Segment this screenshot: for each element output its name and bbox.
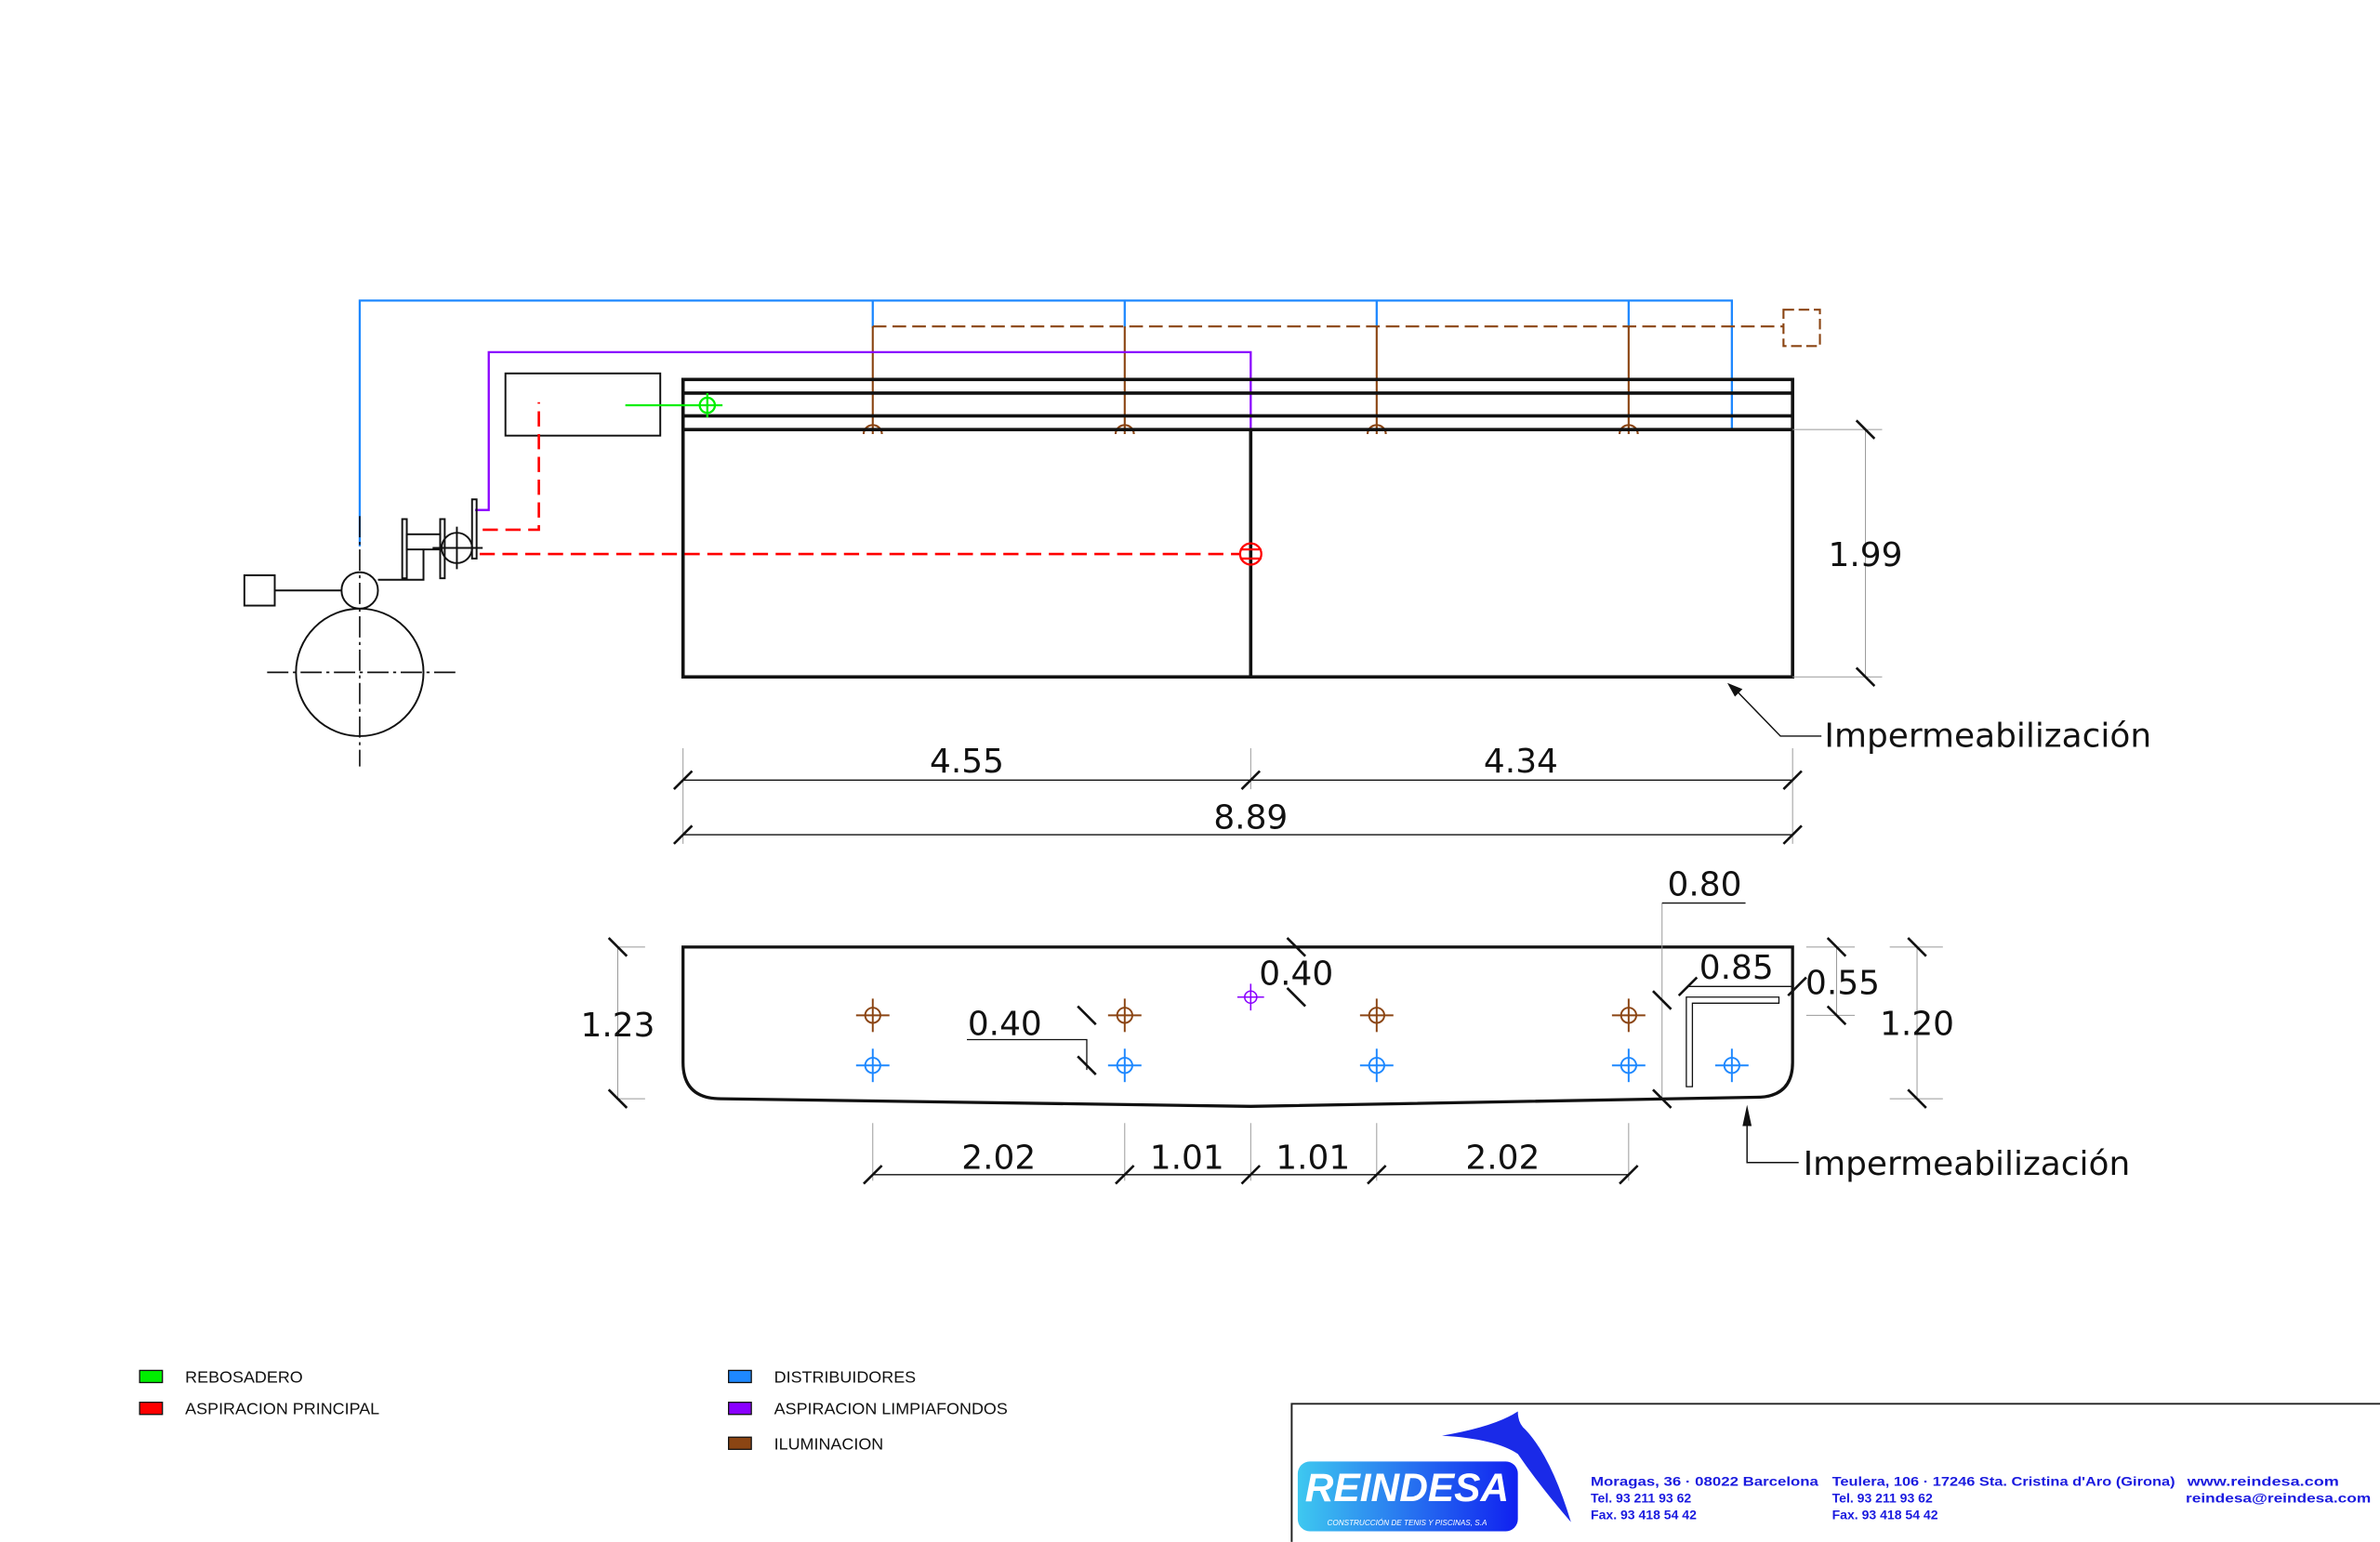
logo-text: REINDESA xyxy=(1305,1466,1509,1509)
rebosadero-pipe xyxy=(625,392,723,418)
dim-bottom-1: 2.02 xyxy=(961,1139,1036,1177)
dim-plan-right: 4.34 xyxy=(1484,743,1558,781)
office1-address: Moragas, 36 · 08022 Barcelona xyxy=(1591,1473,1818,1488)
title-block: REINDESA CONSTRUCCIÓN DE TENIS Y PISCINA… xyxy=(1290,1403,2380,1542)
dim-section-left-height: 1.23 xyxy=(581,1007,655,1045)
aspiracion-principal-pipe xyxy=(479,402,1240,556)
legend-item-rebosadero: REBOSADERO xyxy=(139,1367,303,1386)
return-inlets xyxy=(854,1048,1750,1084)
office1-tel: Tel. 93 211 93 62 xyxy=(1591,1490,1691,1505)
office2-fax: Fax. 93 418 54 42 xyxy=(1832,1507,1938,1522)
legend-item-iluminacion: ILUMINACION xyxy=(728,1434,884,1453)
section-view: 1.23 0.40 0.40 0.80 0.85 0.55 1.20 2.02 … xyxy=(581,865,2131,1185)
legend-item-aspiracion-principal: ASPIRACION PRINCIPAL xyxy=(139,1400,379,1418)
filter-pump-group xyxy=(243,498,483,767)
distribuidores-pipe xyxy=(358,299,1734,547)
legend-label: REBOSADERO xyxy=(185,1367,303,1386)
dim-bottom-4: 2.02 xyxy=(1465,1139,1540,1177)
impermeabilizacion-label-plan: Impermeabilización xyxy=(1824,717,2151,755)
website-link[interactable]: www.reindesa.com xyxy=(2186,1473,2339,1488)
dim-plan-height: 1.99 xyxy=(1829,536,1903,574)
email-link[interactable]: reindesa@reindesa.com xyxy=(2186,1490,2371,1505)
dim-bottom-3: 1.01 xyxy=(1276,1139,1350,1177)
legend-item-distribuidores: DISTRIBUIDORES xyxy=(728,1367,917,1386)
step-profile xyxy=(1686,996,1780,1087)
plan-dimensions: 1.99 4.55 4.34 8.89 Impermeabilización xyxy=(672,419,2151,845)
legend: REBOSADERO ASPIRACION PRINCIPAL DISTRIBU… xyxy=(139,1367,1008,1453)
legend-label: ILUMINACION xyxy=(774,1434,884,1453)
legend-item-limpiafondos: ASPIRACION LIMPIAFONDOS xyxy=(728,1400,1008,1418)
office2-address: Teulera, 106 · 17246 Sta. Cristina d'Aro… xyxy=(1832,1473,2175,1488)
dim-bottom-2: 1.01 xyxy=(1150,1139,1224,1177)
dim-080: 0.80 xyxy=(1667,865,1741,903)
dim-plan-left: 4.55 xyxy=(930,743,1004,781)
office1-fax: Fax. 93 418 54 42 xyxy=(1591,1507,1697,1522)
section-dimensions: 1.23 0.40 0.40 0.80 0.85 0.55 1.20 2.02 … xyxy=(581,865,2131,1185)
dim-040-b: 0.40 xyxy=(1259,956,1333,994)
impermeabilizacion-label-section: Impermeabilización xyxy=(1804,1145,2131,1183)
dim-section-right-height: 1.20 xyxy=(1880,1006,1954,1044)
dim-055: 0.55 xyxy=(1805,965,1880,1003)
legend-label: ASPIRACION PRINCIPAL xyxy=(185,1400,379,1418)
logo-subtitle: CONSTRUCCIÓN DE TENIS Y PISCINAS, S.A xyxy=(1328,1518,1488,1527)
section-outline xyxy=(681,945,1794,1108)
legend-label: ASPIRACION LIMPIAFONDOS xyxy=(774,1400,1008,1418)
office2-tel: Tel. 93 211 93 62 xyxy=(1832,1490,1933,1505)
dim-040-a: 0.40 xyxy=(968,1006,1042,1044)
main-drain-icon xyxy=(1238,542,1263,566)
dim-085: 0.85 xyxy=(1699,949,1774,987)
plan-view: 1.99 4.55 4.34 8.89 Impermeabilización xyxy=(243,299,2151,845)
legend-label: DISTRIBUIDORES xyxy=(774,1367,917,1386)
reindesa-logo: REINDESA CONSTRUCCIÓN DE TENIS Y PISCINA… xyxy=(1297,1411,1571,1532)
pool-outline xyxy=(681,377,1794,679)
dim-plan-total: 8.89 xyxy=(1213,799,1288,837)
